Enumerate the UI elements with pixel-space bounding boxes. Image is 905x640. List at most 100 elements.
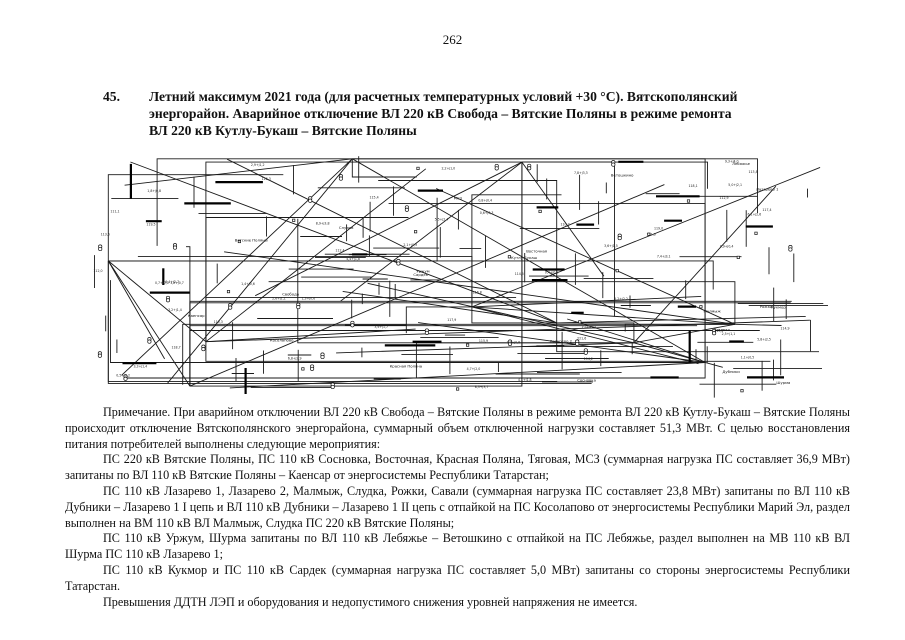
flow-value: 1,3+j0,6 (302, 296, 316, 300)
switch-symbol (699, 305, 703, 309)
section-title-line-1: Летний максимум 2021 года (для расчетных… (149, 89, 738, 104)
wire (268, 281, 736, 325)
flow-value: 0,6+j0,3 (480, 211, 494, 215)
flow-value: 113,6 (101, 233, 110, 237)
wire (351, 158, 417, 178)
transformer-symbol (97, 353, 102, 358)
transformer-symbol (507, 341, 513, 347)
wire (205, 168, 427, 343)
station-label: Дубники (722, 369, 740, 374)
flow-value: 1,1+j0,5 (741, 356, 755, 360)
wire (471, 306, 735, 325)
switch-symbol (301, 367, 305, 371)
transformer-symbol (788, 247, 793, 252)
flow-value: 2,6+j1,1 (272, 297, 286, 301)
transformer-symbol (396, 261, 401, 266)
wire (189, 184, 665, 387)
flow-value: 3,2+j1,4 (168, 308, 182, 312)
diagram-nodes (97, 160, 793, 393)
flow-value: 2,9+j1,2 (251, 163, 265, 167)
station-label: Ветошкино (611, 173, 634, 178)
section-title: Летний максимум 2021 года (для расчетных… (149, 88, 848, 139)
wire (336, 342, 634, 354)
flow-value: 4,4+j1,8 (346, 257, 360, 261)
transformer-symbol (424, 330, 429, 335)
transformer-symbol (228, 305, 233, 310)
flow-value: 1,4+j0,6 (241, 282, 255, 286)
wire (127, 362, 706, 379)
note-paragraph: ПС 220 кВ Вятские Поляны, ПС 110 кВ Сосн… (65, 452, 850, 483)
flow-value: 4,7+j2,0 (467, 367, 481, 371)
station-label: Рожки (760, 304, 773, 309)
transformer-symbol (147, 339, 152, 344)
flow-value: 2,5+j1,1 (722, 332, 736, 336)
section-title-line-2: энергорайон. Аварийное отключение ВЛ 220… (149, 106, 732, 121)
flow-value: 5,2+j2,2 (614, 297, 628, 301)
flow-value: 110,7 (561, 222, 570, 226)
transformer-symbol (310, 366, 315, 371)
wire (108, 197, 438, 262)
section-number: 45. (103, 89, 120, 104)
wire (121, 158, 353, 376)
station-label: Красная Поляна (390, 364, 423, 369)
station-label: Свобода (282, 292, 299, 297)
wire (405, 306, 472, 334)
wire (340, 161, 523, 302)
flow-value: 116,8 (473, 290, 482, 294)
wire (556, 322, 819, 353)
switch-symbol (456, 387, 460, 391)
station-label: Лебяжье (732, 161, 750, 166)
transformer-symbol (494, 166, 499, 171)
wire (624, 323, 735, 332)
flow-value: 113,2 (714, 329, 723, 333)
flow-value: 119,0 (654, 227, 663, 231)
wire (254, 161, 523, 297)
transformer-symbol (123, 376, 128, 381)
wire (124, 158, 353, 186)
diagram-wires (94, 156, 828, 398)
transformer-symbol (98, 246, 103, 252)
flow-value: 111,6 (647, 233, 656, 237)
flow-value: 114,9 (780, 326, 789, 330)
flow-value: 118,7 (172, 345, 181, 349)
section-title-line-3: ВЛ 220 кВ Кутлу-Букаш – Вятские Поляны (149, 123, 417, 138)
wire (205, 297, 517, 342)
switch-symbol (615, 269, 619, 273)
station-label: Лазарево 1 (756, 186, 779, 191)
switch-symbol (237, 239, 241, 244)
flow-value: 8,3+j3,7 (475, 385, 489, 389)
transformer-symbol (330, 384, 335, 390)
station-label: Косолапово (270, 338, 294, 343)
station-label: Уржум (416, 269, 429, 274)
wire (556, 322, 635, 343)
transformer-symbol (350, 323, 355, 328)
flow-value: 221,6 (577, 337, 586, 341)
wire (107, 174, 284, 261)
transformer-symbol (617, 236, 622, 241)
flow-value: 0,4+j0,2 (545, 270, 559, 274)
wire (471, 306, 557, 324)
flow-value: 118,1 (689, 184, 698, 188)
wire (378, 180, 558, 323)
transformer-symbol (172, 245, 178, 250)
wire (130, 161, 557, 324)
station-label: Каенсар (188, 313, 205, 318)
transformer-symbol (338, 176, 343, 181)
transformer-symbol (611, 162, 616, 167)
wire (189, 325, 698, 387)
wire (189, 162, 523, 387)
flow-value: 7,8+j3,3 (574, 171, 588, 175)
transformer-symbol (296, 305, 301, 310)
wire (352, 158, 706, 363)
station-label: Лазарево 2 (550, 339, 573, 344)
transformer-symbol (583, 350, 588, 355)
switch-symbol (754, 231, 758, 235)
transformer-symbol (575, 341, 580, 347)
flow-value: 0,8+j0,4 (478, 198, 492, 202)
note-block: Примечание. При аварийном отключении ВЛ … (65, 405, 850, 610)
station-label: Савали (582, 325, 597, 330)
station-label: МСЗ (454, 196, 463, 201)
wire (205, 217, 409, 342)
